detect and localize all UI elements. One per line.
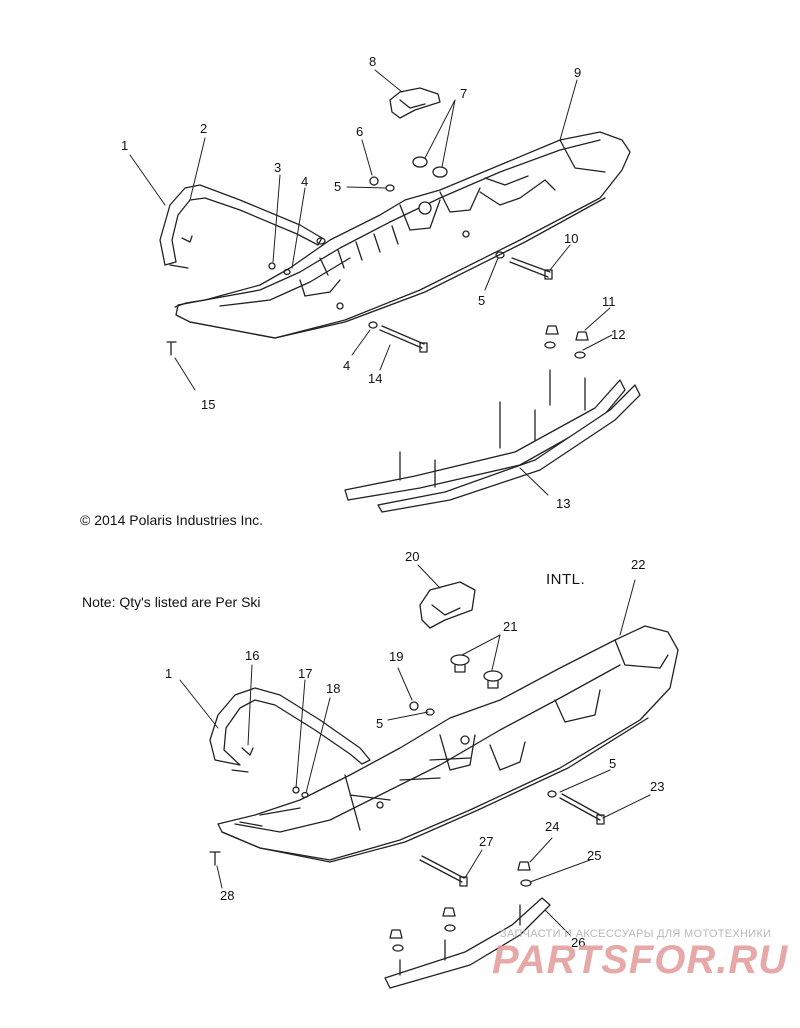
callout-numbers: 1 2 3 4 5 6 7 8 9 10 11 12 4 14 15 5 13 …: [121, 54, 664, 950]
callout-5: 5: [334, 179, 341, 194]
callout-1: 1: [121, 138, 128, 153]
ski-handle-top: [159, 184, 326, 269]
callout-6: 6: [356, 124, 363, 139]
callout-4b: 4: [343, 358, 350, 373]
callout-25: 25: [587, 848, 601, 863]
callout-13: 13: [556, 496, 570, 511]
callout-3: 3: [274, 160, 281, 175]
callout-28: 28: [220, 888, 234, 903]
callout-7: 7: [460, 86, 467, 101]
callout-5d: 5: [609, 756, 616, 771]
callout-24: 24: [545, 819, 559, 834]
callout-26: 26: [571, 935, 585, 950]
callout-16: 16: [245, 648, 259, 663]
callout-17: 17: [298, 666, 312, 681]
callout-19: 19: [389, 649, 403, 664]
hardware-bottom: [209, 581, 605, 887]
callout-12: 12: [611, 327, 625, 342]
callout-4: 4: [301, 174, 308, 189]
callout-14: 14: [368, 371, 382, 386]
leader-lines-top: [129, 69, 613, 496]
watermark-caption: ЗАПЧАСТИ И АКСЕССУАРЫ ДЛЯ МОТОТЕХНИКИ: [500, 928, 772, 940]
callout-22: 22: [631, 557, 645, 572]
callout-5c: 5: [376, 716, 383, 731]
variant-label: INTL.: [546, 571, 586, 588]
callout-15: 15: [201, 397, 215, 412]
callout-5b: 5: [478, 293, 485, 308]
callout-18: 18: [326, 681, 340, 696]
callout-9: 9: [574, 65, 581, 80]
callout-20: 20: [405, 549, 419, 564]
hardware-top: [166, 87, 589, 359]
callout-10: 10: [564, 231, 578, 246]
callout-21: 21: [503, 619, 517, 634]
quantity-note: Note: Qty's listed are Per Ski: [82, 594, 261, 610]
callout-1b: 1: [165, 666, 172, 681]
ski-body-bottom: [217, 625, 679, 863]
watermark-brand: PARTSFOR.RU: [492, 938, 789, 982]
ski-body-top: [174, 131, 631, 339]
ski-handle-bottom: [209, 687, 371, 773]
wear-bar-bottom: [384, 897, 551, 989]
callout-2: 2: [200, 121, 207, 136]
leader-lines-bottom: [179, 564, 651, 936]
callout-8: 8: [369, 54, 376, 69]
copyright-text: © 2014 Polaris Industries Inc.: [80, 512, 264, 528]
callout-11: 11: [602, 294, 616, 309]
callout-27: 27: [479, 834, 493, 849]
callout-23: 23: [650, 779, 664, 794]
wear-bar-top: [344, 369, 641, 513]
